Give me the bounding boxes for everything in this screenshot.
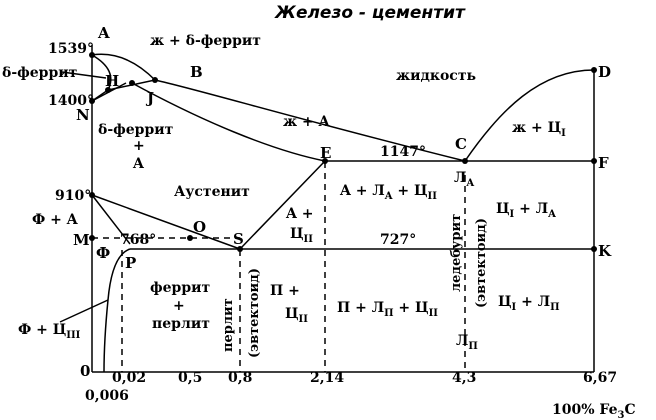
- a3-line-gs: [91, 194, 241, 250]
- point-e-dot: [322, 158, 328, 164]
- region-delta-ferrite-left: δ-феррит: [2, 65, 78, 81]
- region-austenite-cemII-line1: A +: [285, 206, 313, 222]
- region-ferrite-pearlite-1: феррит: [150, 280, 210, 296]
- point-b: B: [190, 63, 203, 81]
- line-ah: [91, 54, 112, 91]
- region-austenite-cemII-line2: ЦII: [290, 226, 313, 245]
- region-liquid-austenite: ж + A: [283, 114, 331, 130]
- region-ledeburite-1: ледебурит: [449, 214, 464, 292]
- region-cemI-ledA: ЦI + ЛA: [496, 201, 556, 220]
- solidus-je: [131, 82, 326, 162]
- x-08: 0,8: [228, 370, 252, 386]
- temp-910: 910°: [55, 188, 91, 204]
- point-p: P: [125, 254, 136, 272]
- temp-727: 727°: [380, 232, 416, 248]
- region-pearlite-eutectoid-2: (эвтектоид): [247, 268, 262, 358]
- x-origin: 0: [80, 362, 90, 380]
- point-g-dot: [89, 192, 95, 198]
- region-ferrite-pearlite-2: +: [173, 298, 185, 314]
- point-m-dot: [89, 235, 95, 241]
- point-o: O: [193, 218, 206, 236]
- region-a-ledeb-cem: A + ЛA + ЦII: [339, 183, 437, 202]
- region-delta-plus: +: [133, 138, 145, 154]
- x-43: 4,3: [452, 370, 476, 386]
- region-cemI-ledP: ЦI + ЛП: [498, 294, 560, 313]
- point-d-dot: [591, 67, 597, 73]
- point-n: N: [76, 106, 90, 124]
- x-05: 0,5: [178, 370, 202, 386]
- region-ferrite-austenite: Ф + A: [32, 212, 79, 228]
- point-k: K: [598, 242, 612, 260]
- region-liquid-cementite: ж + ЦI: [512, 120, 566, 139]
- x-002: 0,02: [112, 370, 146, 386]
- point-m: M: [73, 231, 90, 249]
- temp-1400: 1400°: [48, 93, 94, 109]
- region-ferrite-pearlite-3: перлит: [152, 316, 210, 332]
- x-214: 2,14: [310, 370, 344, 386]
- temp-1147: 1147°: [380, 144, 426, 160]
- region-liquid-delta: ж + δ-феррит: [150, 33, 261, 49]
- point-s-dot: [237, 246, 243, 252]
- region-ledeburite-2: (эвтектоид): [474, 218, 489, 308]
- point-q-phi: Ф: [96, 244, 110, 262]
- region-austenite: Аустенит: [174, 184, 250, 200]
- point-n-dot: [89, 98, 95, 104]
- point-h-dot: [105, 87, 111, 93]
- region-pearlite-eutectoid-1: перлит: [221, 298, 236, 352]
- temp-1539: 1539°: [48, 41, 94, 57]
- region-delta-a: A: [132, 156, 145, 172]
- point-j-dot: [129, 80, 135, 86]
- x-0006: 0,006: [85, 388, 129, 404]
- point-j: J: [145, 89, 154, 107]
- point-f: F: [598, 154, 609, 172]
- line-gp: [91, 194, 131, 245]
- region-pearlite-cemII-line2: ЦII: [285, 306, 308, 325]
- x-667: 6,67: [583, 370, 617, 386]
- point-b-dot: [152, 77, 158, 83]
- region-p-ledP-cemII: П + ЛП + ЦII: [337, 300, 438, 319]
- region-liquid: жидкость: [396, 68, 476, 84]
- point-c: C: [455, 135, 467, 153]
- point-o-dot: [187, 235, 193, 241]
- point-s: S: [233, 230, 244, 248]
- point-h: H: [105, 72, 119, 90]
- point-a-dot: [89, 52, 95, 58]
- region-delta-ferrite-mid: δ-феррит: [98, 122, 174, 138]
- point-c-dot: [462, 158, 468, 164]
- region-ferrite-cemIII: Ф + ЦIII: [18, 322, 81, 341]
- region-ledA: ЛA: [454, 170, 474, 189]
- point-a: A: [97, 24, 110, 42]
- liquidus-cd: [464, 69, 595, 162]
- leader-ferrite-cemIII: [59, 299, 109, 323]
- point-d: D: [598, 63, 611, 81]
- x-unit: 100% Fe3C: [552, 402, 636, 420]
- leader-delta-ferrite: [61, 71, 107, 79]
- liquidus-abc: [91, 53, 466, 162]
- diagram-title: Железо - цементит: [274, 3, 466, 23]
- point-f-dot: [591, 158, 597, 164]
- region-pearlite-cemII-line1: П +: [270, 283, 300, 299]
- point-k-dot: [591, 246, 597, 252]
- region-ledP: ЛП: [456, 333, 478, 352]
- acm-line-es: [239, 160, 326, 250]
- line-nh: [91, 89, 109, 102]
- temp-768: 768°: [120, 232, 156, 248]
- point-e: E: [320, 144, 331, 162]
